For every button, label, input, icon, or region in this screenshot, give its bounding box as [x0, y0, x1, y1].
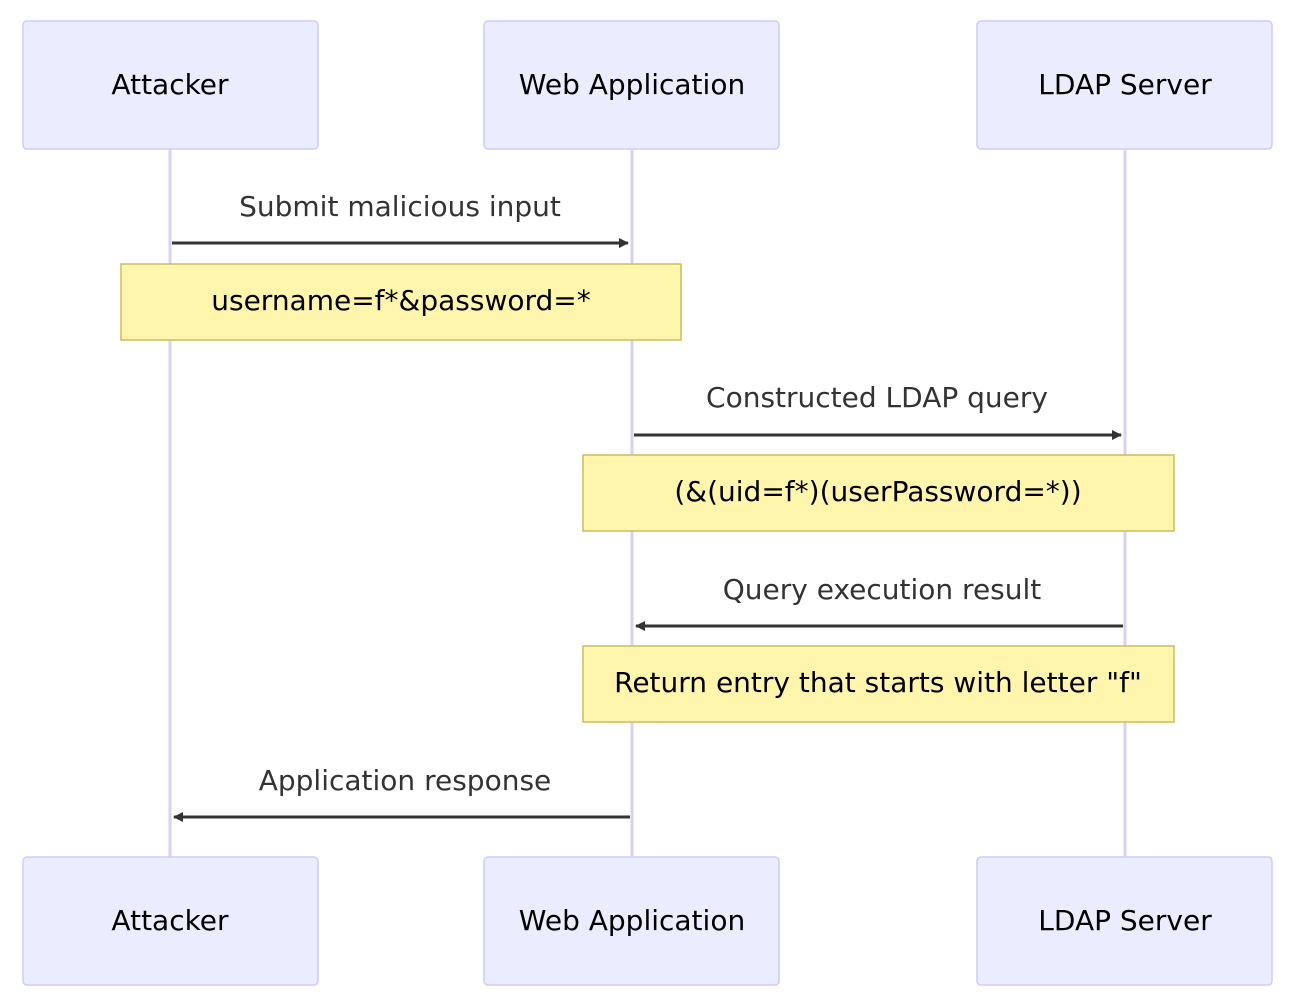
actor-ldap-server-bottom: LDAP Server [976, 856, 1273, 986]
actor-web-application-top: Web Application [483, 20, 780, 150]
message-1-label: Submit malicious input [239, 190, 561, 223]
message-2-label: Constructed LDAP query [706, 381, 1048, 414]
actor-ldap-server-top-label: LDAP Server [1038, 68, 1212, 101]
message-4-label: Application response [259, 764, 552, 797]
actor-attacker-top: Attacker [22, 20, 319, 150]
actor-ldap-server-top: LDAP Server [976, 20, 1273, 150]
actor-attacker-bottom: Attacker [22, 856, 319, 986]
actor-attacker-top-label: Attacker [111, 68, 229, 101]
actor-attacker-bottom-label: Attacker [111, 904, 229, 937]
note-2: (&(uid=f*)(userPassword=*)) [582, 454, 1175, 532]
note-1: username=f*&password=* [120, 263, 682, 341]
note-2-text: (&(uid=f*)(userPassword=*)) [674, 475, 1081, 508]
note-1-text: username=f*&password=* [211, 284, 591, 317]
actor-web-application-bottom: Web Application [483, 856, 780, 986]
message-3-label: Query execution result [723, 573, 1042, 606]
note-3-text: Return entry that starts with letter "f" [614, 666, 1142, 699]
actor-ldap-server-bottom-label: LDAP Server [1038, 904, 1212, 937]
note-3: Return entry that starts with letter "f" [582, 645, 1175, 723]
actor-web-application-bottom-label: Web Application [519, 904, 745, 937]
actor-web-application-top-label: Web Application [519, 68, 745, 101]
